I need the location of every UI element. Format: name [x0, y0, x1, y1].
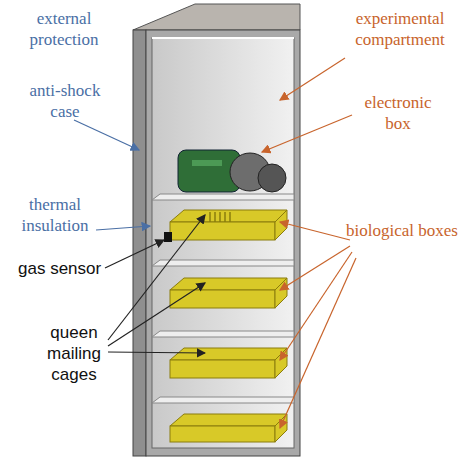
gas-sensor: [164, 232, 172, 242]
leader-lines-blue: [74, 120, 150, 230]
frame-edge: [152, 37, 294, 39]
callout-label: external protection: [14, 8, 114, 50]
mailing-cage-slats: [210, 212, 230, 222]
callout-label: experimental compartment: [330, 8, 470, 50]
shelf: [152, 331, 294, 337]
callout-label: gas sensor: [18, 258, 118, 279]
callout-label: electronic box: [350, 92, 446, 134]
shelf: [152, 260, 294, 266]
anti-shock-panel: [133, 30, 146, 456]
cabinet-top: [133, 4, 300, 30]
callout-label: queen mailing cages: [36, 322, 112, 385]
cylinder: [258, 164, 286, 192]
leader-lines-orange: [262, 58, 356, 428]
leader-lines-black: [105, 215, 205, 353]
callout-label: biological boxes: [346, 220, 458, 241]
callout-label: anti-shock case: [20, 80, 110, 122]
biological-trays: [170, 210, 287, 442]
shelf: [152, 397, 294, 403]
electronic-detail: [192, 160, 222, 166]
shelf: [152, 194, 294, 200]
cabinet-frame: [146, 30, 300, 456]
interior: [152, 38, 294, 448]
callout-label: thermal insulation: [10, 194, 100, 236]
